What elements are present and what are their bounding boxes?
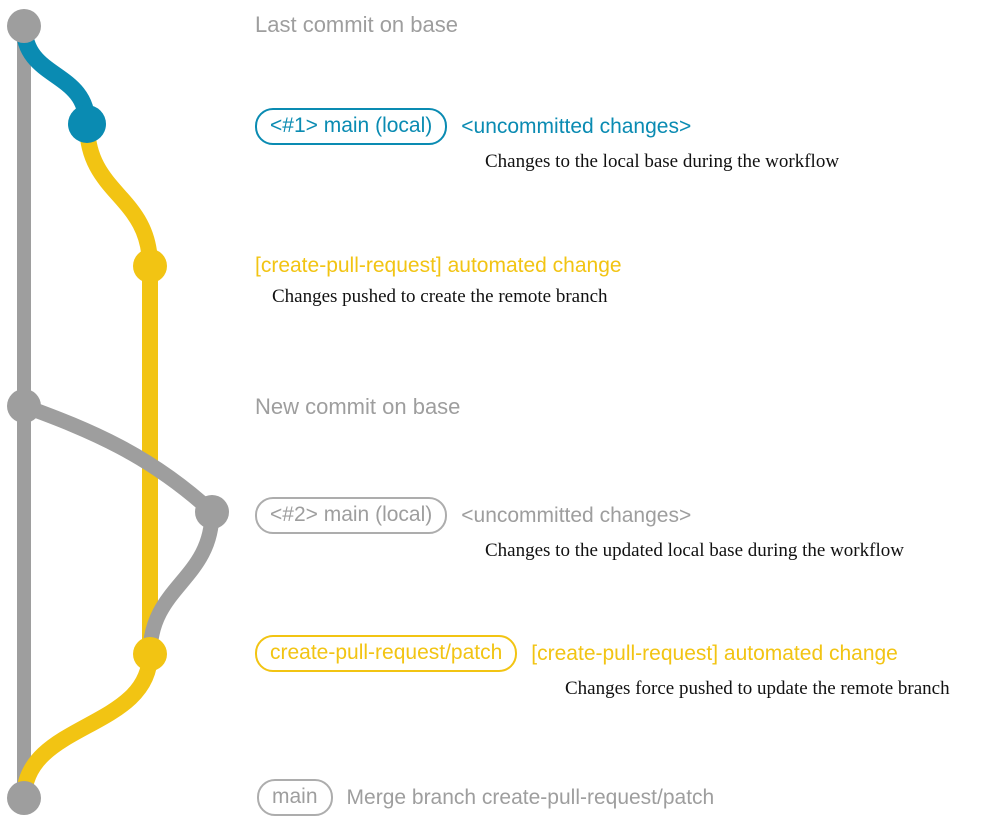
commit-3-headline: <#2> main (local) <uncommitted changes> [255,497,691,534]
branch-pill-local-2[interactable]: <#2> main (local) [255,497,448,534]
git-graph [0,0,260,827]
last-commit-note: Last commit on base [255,12,458,37]
commit-node-local-1[interactable] [68,105,106,143]
commit-4-subject: [create-pull-request] automated change [531,641,898,665]
branch-pill-create-pull-request-patch[interactable]: create-pull-request/patch [255,635,518,672]
commit-node-patch-2[interactable] [133,637,167,671]
commit-node-base-new[interactable] [7,389,41,423]
commit-3-subject: <uncommitted changes> [461,503,692,527]
commit-1-subject: <uncommitted changes> [461,114,692,138]
row-merge-commit: main Merge branch create-pull-request/pa… [257,779,714,816]
branch-pill-local-1[interactable]: <#1> main (local) [255,108,448,145]
commit-node-local-2[interactable] [195,495,229,529]
merge-subject: Merge branch create-pull-request/patch [346,785,715,809]
commit-3-caption: Changes to the updated local base during… [485,540,904,561]
commit-2-caption: Changes pushed to create the remote bran… [272,286,608,307]
row-commit-2: [create-pull-request] automated change C… [255,252,622,309]
updated-local-branch-edge-gray [16,398,220,520]
commit-node-base-last[interactable] [7,9,41,43]
row-commit-4: create-pull-request/patch [create-pull-r… [255,635,950,701]
commit-1-headline: <#1> main (local) <uncommitted changes> [255,108,691,145]
updated-local-to-patch-edge-gray [142,504,220,662]
merge-headline: main Merge branch create-pull-request/pa… [257,779,714,816]
row-commit-3: <#2> main (local) <uncommitted changes> … [255,497,904,563]
commit-1-caption: Changes to the local base during the wor… [485,151,840,172]
commit-2-headline: [create-pull-request] automated change [255,252,622,280]
new-commit-note: New commit on base [255,394,461,419]
commit-4-caption: Changes force pushed to update the remot… [565,678,950,699]
git-graph-svg [7,9,229,815]
commit-node-patch-1[interactable] [133,249,167,283]
patch-branch-edge-yellow-upper [79,116,158,274]
commit-2-subject: [create-pull-request] automated change [255,254,622,277]
row-last-commit-on-base: Last commit on base [255,12,458,38]
branch-pill-main[interactable]: main [257,779,333,816]
row-commit-1: <#1> main (local) <uncommitted changes> … [255,108,839,174]
commit-node-base-merge[interactable] [7,781,41,815]
patch-merge-edge-yellow [16,646,158,806]
row-new-commit-on-base: New commit on base [255,394,460,420]
commit-4-headline: create-pull-request/patch [create-pull-r… [255,635,898,672]
